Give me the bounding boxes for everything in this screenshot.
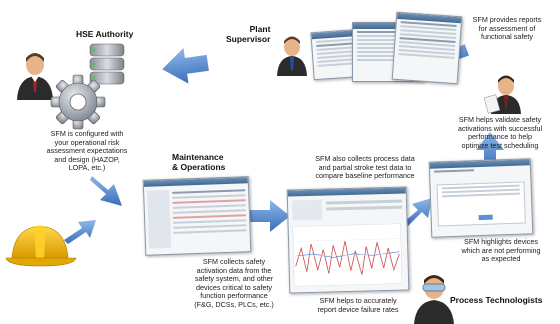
collects-process-caption: SFM also collects process data and parti… bbox=[315, 154, 415, 181]
trend-chart bbox=[292, 223, 403, 287]
arrow-icon bbox=[404, 198, 432, 226]
process-data-screen bbox=[286, 186, 410, 294]
process-technologists-heading: Process Technologists bbox=[450, 295, 543, 305]
validate-caption: SFM helps validate safety activations wi… bbox=[457, 115, 543, 150]
gear-icon bbox=[50, 74, 106, 130]
hse-authority-heading: HSE Authority bbox=[76, 29, 134, 39]
arrow-icon bbox=[476, 132, 504, 168]
configured-caption: SFM is configured with your operational … bbox=[46, 129, 128, 173]
maintenance-screen bbox=[142, 176, 252, 256]
failure-rates-caption: SFM helps to accurately report device fa… bbox=[317, 296, 399, 314]
report-screen bbox=[391, 11, 463, 85]
hard-hat-icon bbox=[5, 225, 77, 267]
highlights-caption: SFM highlights devices which are not per… bbox=[461, 237, 541, 264]
arrow-icon bbox=[248, 200, 290, 232]
person-icon bbox=[483, 75, 521, 114]
database-icon bbox=[89, 43, 125, 85]
person-icon bbox=[17, 53, 53, 100]
device-status-screen bbox=[428, 158, 534, 238]
reports-caption: SFM provides reports for assessment of f… bbox=[472, 15, 542, 42]
plant-supervisor-heading: Plant Supervisor bbox=[226, 24, 271, 44]
collects-activation-caption: SFM collects safety activation data from… bbox=[194, 257, 274, 309]
arrow-icon bbox=[90, 176, 122, 206]
arrow-icon bbox=[64, 220, 96, 244]
maintenance-operations-heading: Maintenance & Operations bbox=[172, 152, 226, 172]
arrow-icon bbox=[162, 48, 209, 84]
person-icon bbox=[277, 36, 307, 76]
person-icon bbox=[414, 275, 454, 324]
